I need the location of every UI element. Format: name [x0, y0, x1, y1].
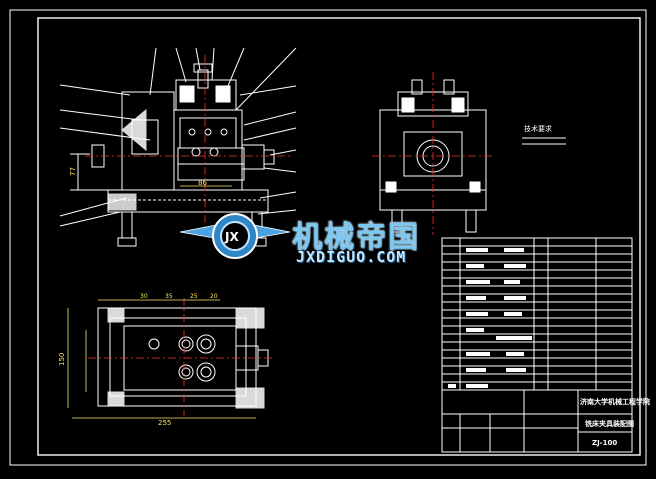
front-body	[173, 109, 243, 191]
plan-height-dim: 150	[58, 353, 66, 366]
plan-dimension-lines	[67, 299, 256, 419]
parts-list-entries	[448, 248, 532, 388]
school-name: 济南大学机械工程学院	[580, 397, 650, 406]
plan-top-dim-1: 30	[140, 293, 148, 300]
logo-letters: JX	[224, 230, 239, 244]
front-view	[59, 47, 297, 247]
side-view	[372, 72, 494, 235]
drawing-number: ZJ-100	[592, 439, 617, 447]
plan-view	[88, 298, 275, 416]
front-height-dim: 77	[69, 167, 77, 176]
front-width-dim: 86	[198, 179, 207, 187]
plan-hole-1	[178, 336, 194, 352]
technical-note-lines	[522, 137, 566, 145]
front-right-screw	[241, 144, 265, 170]
plan-top-dim-3: 25	[190, 293, 198, 300]
technical-note-title: 技术要求	[524, 124, 552, 133]
title-block	[441, 389, 633, 453]
watermark-logo	[179, 213, 291, 259]
watermark-domain: JXDIGUO.COM	[296, 248, 407, 266]
front-top-clamp	[175, 79, 237, 111]
watermark-brand: 机械帝国	[292, 220, 420, 255]
inner-frame	[37, 17, 641, 456]
plan-top-dim-2: 35	[165, 293, 173, 300]
plan-base	[97, 307, 257, 407]
plan-width-dim: 255	[158, 419, 171, 427]
parts-list	[441, 237, 633, 391]
drawing-title: 铣床夹具装配图	[584, 419, 634, 428]
plan-top-dim-4: 20	[210, 293, 218, 300]
front-left-block	[121, 91, 175, 191]
outer-frame	[9, 9, 647, 466]
